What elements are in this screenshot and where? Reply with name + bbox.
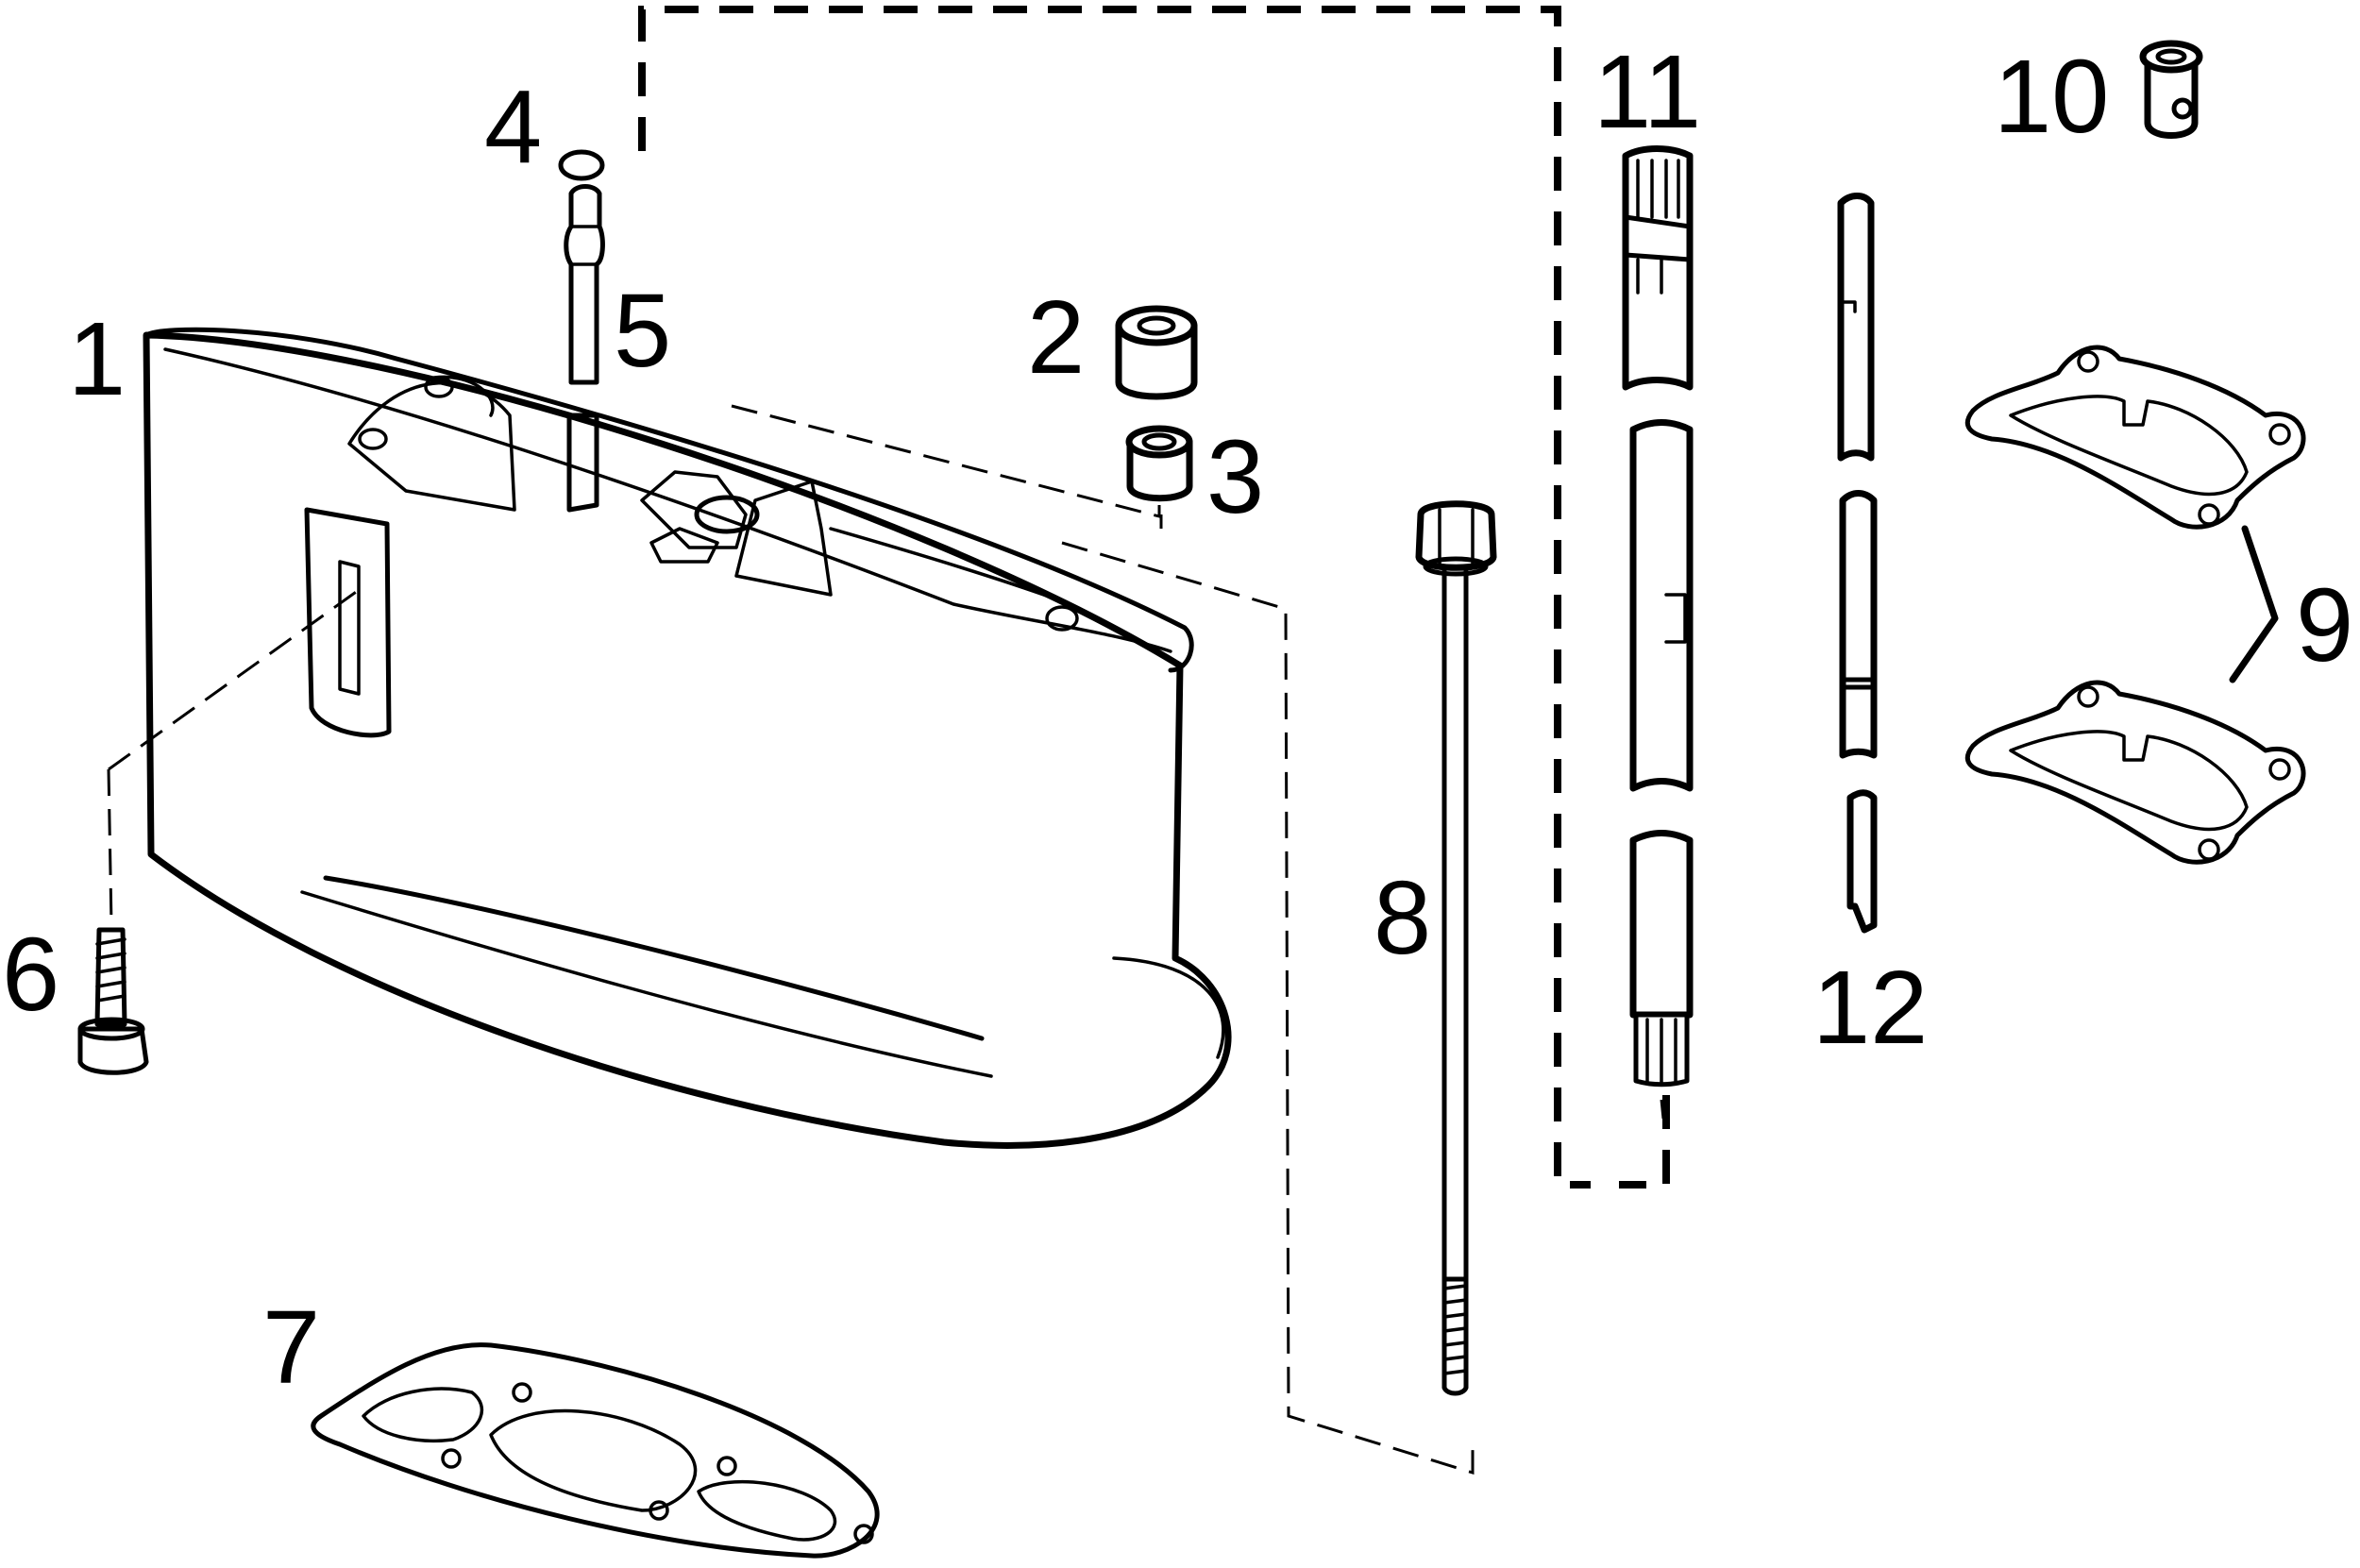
drive-shaft-housing-part [143,327,1232,1149]
bushing-small-part [2139,40,2203,139]
shift-rod-part [1837,193,1878,934]
callout-2: 2 [1027,279,1085,396]
assembly-leader-lines [107,404,1665,1475]
callout-5: 5 [614,273,671,389]
callout-4: 4 [484,69,542,185]
drive-shaft-part [1622,145,1694,1087]
callout-7: 7 [262,1290,320,1406]
screw-part [77,927,149,1075]
callout-labels: 1 2 3 4 5 6 7 8 9 10 11 12 [2,34,2353,1406]
callout-9: 9 [2296,567,2353,683]
callout-12: 12 [1812,950,1928,1066]
callout-3: 3 [1206,419,1264,535]
long-bolt-part [1415,500,1497,1396]
gasket-part [311,1342,880,1559]
bushing-part [1115,305,1198,400]
callout-1: 1 [68,301,126,417]
o-ring-part [558,149,605,181]
callout-8: 8 [1374,860,1431,976]
callout-11: 11 [1593,34,1701,150]
assembly-dashed-frame [638,6,1670,1189]
grommet-part [1125,425,1193,502]
gasket-pair-part [1964,345,2306,865]
callout-6: 6 [2,917,59,1033]
gasket-pair-bracket [2229,525,2279,683]
water-tube-part [564,184,605,513]
callout-10: 10 [1994,39,2109,155]
